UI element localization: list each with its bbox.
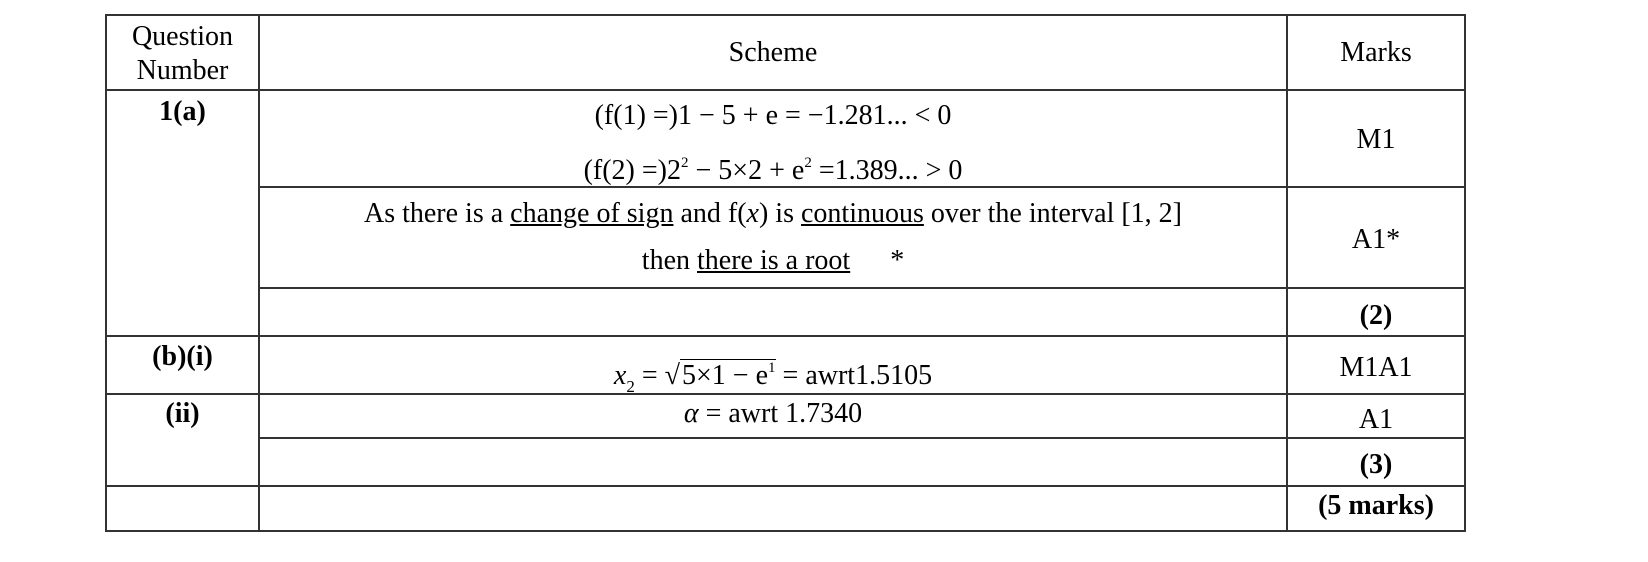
mark-a1: A1: [1358, 404, 1394, 435]
header-scheme: Scheme: [728, 37, 818, 68]
scheme-conclusion: then there is a root*: [641, 245, 905, 276]
mark-a1-star: A1*: [1351, 224, 1401, 255]
scheme-alpha: α = awrt 1.7340: [683, 398, 863, 429]
header-question: Question: [131, 21, 234, 52]
question-label-1a: 1(a): [159, 96, 206, 127]
grand-total: (5 marks): [1318, 490, 1434, 521]
scheme-f1: (f(1) =)1 − 5 + e = −1.281... < 0: [594, 100, 952, 131]
scheme-iteration: x2 = √5×1 − e1 = awrt1.5105: [613, 359, 933, 396]
subtotal-a: (2): [1359, 300, 1393, 331]
mark-m1a1: M1A1: [1339, 352, 1413, 383]
mark-m1: M1: [1356, 124, 1396, 155]
scheme-sign-change: As there is a change of sign and f(x) is…: [363, 198, 1182, 229]
question-label-ii: (ii): [165, 398, 200, 429]
subtotal-b: (3): [1359, 449, 1393, 480]
header-number: Number: [136, 55, 229, 86]
scheme-f2: (f(2) =)22 − 5×2 + e2 =1.389... > 0: [583, 155, 963, 186]
header-marks: Marks: [1340, 37, 1412, 68]
question-label-bi: (b)(i): [152, 341, 213, 372]
